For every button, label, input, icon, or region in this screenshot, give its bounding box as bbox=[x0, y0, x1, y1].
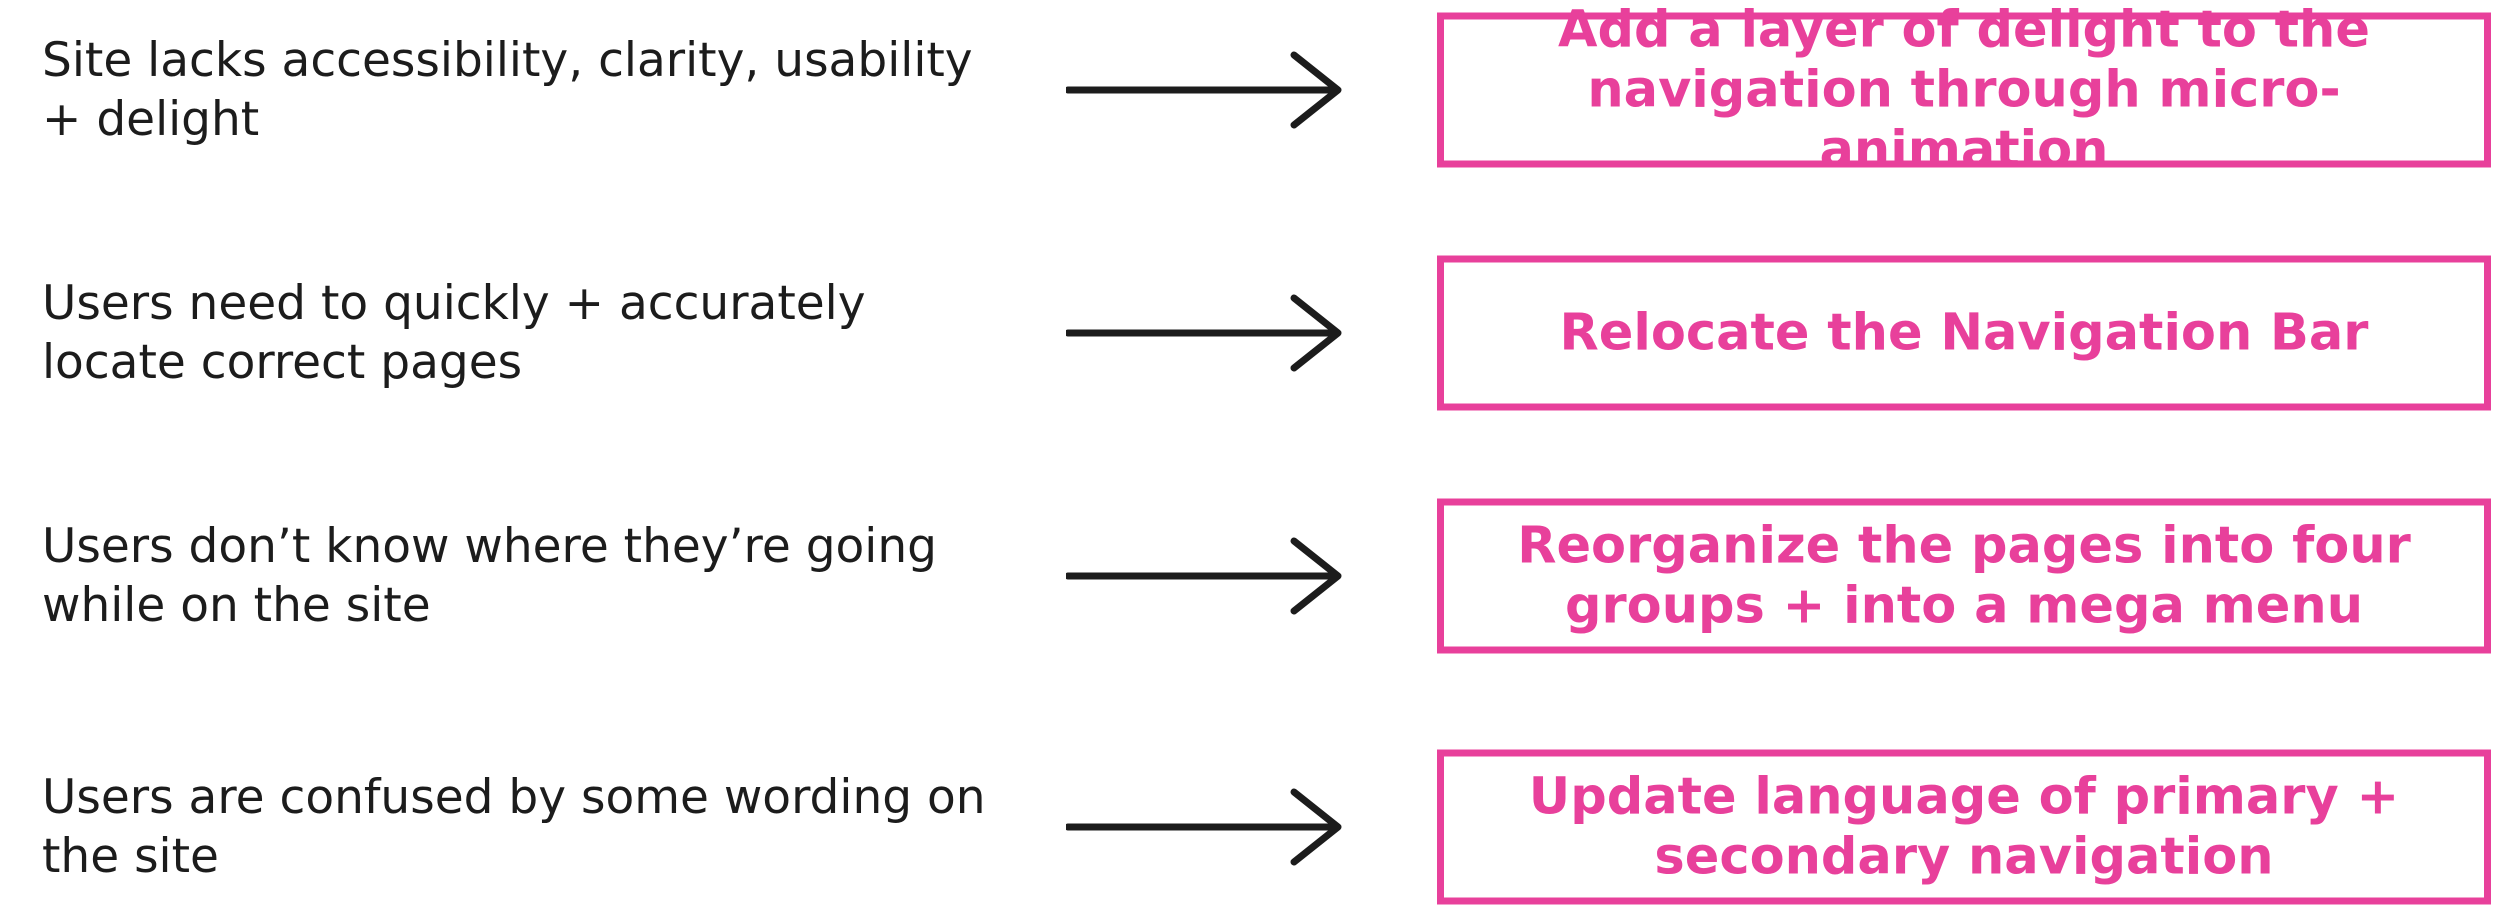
solution-text: Add a layer of delight to the navigation… bbox=[1558, 0, 2370, 179]
problem-solution-row: Users need to quickly + accurately locat… bbox=[0, 248, 2500, 418]
right-arrow-icon bbox=[1066, 788, 1342, 866]
solution-box: Add a layer of delight to the navigation… bbox=[1437, 0, 2491, 179]
problem-solution-row: Users are confused by some wording on th… bbox=[0, 742, 2500, 912]
problem-text: Site lacks accessibility, clarity, usabi… bbox=[42, 33, 973, 147]
problem-solution-row: Site lacks accessibility, clarity, usabi… bbox=[0, 0, 2500, 179]
solution-text: Update language of primary + secondary n… bbox=[1528, 767, 2400, 886]
solution-box: Update language of primary + secondary n… bbox=[1437, 749, 2491, 905]
solution-box: Reorganize the pages into four groups + … bbox=[1437, 498, 2491, 654]
solution-text: Reorganize the pages into four groups + … bbox=[1517, 516, 2411, 635]
solution-text: Relocate the Navigation Bar bbox=[1559, 303, 2369, 362]
problem-text: Users are confused by some wording on th… bbox=[42, 770, 986, 884]
right-arrow-icon bbox=[1066, 51, 1342, 129]
problem-solution-row: Users don’t know where they’re going whi… bbox=[0, 491, 2500, 661]
right-arrow-icon bbox=[1066, 294, 1342, 372]
problem-text: Users don’t know where they’re going whi… bbox=[42, 519, 937, 633]
solution-box: Relocate the Navigation Bar bbox=[1437, 255, 2491, 411]
problem-text: Users need to quickly + accurately locat… bbox=[42, 276, 866, 390]
right-arrow-icon bbox=[1066, 537, 1342, 615]
